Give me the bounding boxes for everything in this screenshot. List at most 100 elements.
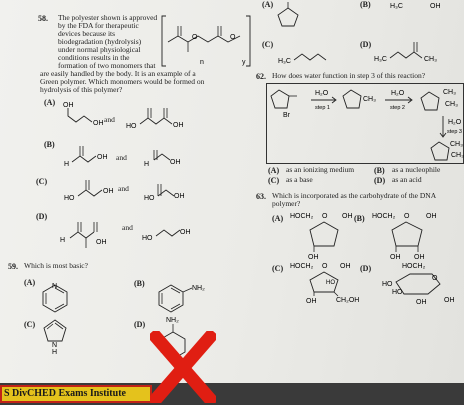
svg-text:CH₃: CH₃: [424, 56, 437, 63]
svg-text:OH: OH: [174, 193, 185, 200]
svg-text:HOCH₂: HOCH₂: [290, 263, 314, 270]
svg-text:HOCH₂: HOCH₂: [290, 213, 314, 220]
svg-text:H: H: [60, 237, 65, 244]
svg-text:OH: OH: [342, 213, 353, 220]
q59-number: 59.: [8, 262, 18, 271]
svg-text:OH: OH: [63, 102, 74, 109]
svg-text:HO: HO: [392, 289, 403, 296]
q63-number: 63.: [256, 192, 266, 201]
polymer-x-label: n: [200, 59, 204, 66]
q59-option-b-aniline: NH₂: [158, 284, 205, 313]
q63-option-d-sugar: HOCH₂ O HO HO OH OH: [382, 263, 455, 306]
polymer-o1: O: [192, 34, 198, 41]
q59-option-a-label[interactable]: (A): [24, 278, 36, 287]
reaction-scheme-box: Br H₂O step 1 CH₃ H₂O step 2 CH₃ CH₃ H₂O…: [266, 83, 464, 164]
q61-option-d-label[interactable]: (D): [360, 40, 372, 49]
q61-option-b-label[interactable]: (B): [360, 0, 371, 9]
q58-option-a-structure: OH OH HO OH: [63, 102, 184, 130]
q63-option-d-label[interactable]: (D): [360, 264, 372, 273]
svg-text:NH₂: NH₂: [166, 317, 179, 324]
svg-text:HO: HO: [382, 281, 393, 288]
q58-option-d-label[interactable]: (D): [36, 212, 48, 221]
svg-text:H₃C: H₃C: [374, 56, 387, 63]
q58-option-d-structure: H OH HO OH: [60, 222, 191, 248]
svg-text:OH: OH: [430, 3, 441, 10]
svg-text:OH: OH: [170, 159, 181, 166]
svg-text:CH₃: CH₃: [363, 96, 376, 103]
svg-text:O: O: [322, 263, 328, 270]
q62-stem: How does water function in step 3 of thi…: [272, 71, 426, 80]
q61-option-a-label[interactable]: (A): [262, 0, 274, 9]
svg-text:H₃C: H₃C: [278, 58, 291, 65]
q63-option-b-sugar: HOCH₂ O OH OH OH: [372, 213, 437, 261]
svg-text:HO: HO: [144, 195, 155, 202]
q58-option-c-structure: HO OH HO OH: [64, 180, 185, 202]
svg-text:H₂O: H₂O: [315, 90, 329, 97]
q61-option-a-lactone: [277, 2, 299, 27]
svg-text:step 2: step 2: [390, 105, 405, 111]
q59-option-d-label[interactable]: (D): [134, 320, 146, 329]
q63-option-b-label[interactable]: (B): [354, 214, 365, 223]
svg-text:OH: OH: [340, 263, 351, 270]
q59-option-c-label[interactable]: (C): [24, 320, 36, 329]
svg-text:H: H: [144, 161, 149, 168]
svg-text:OH: OH: [414, 254, 425, 261]
q63-stem-line1: Which is incorporated as the carbohydrat…: [272, 191, 437, 200]
svg-text:NH₂: NH₂: [192, 285, 205, 292]
q58-option-c-label[interactable]: (C): [36, 177, 48, 186]
svg-text:CH₃: CH₃: [450, 141, 463, 148]
svg-text:OH: OH: [103, 188, 114, 195]
q63-option-c-label[interactable]: (C): [272, 264, 284, 273]
svg-text:N: N: [52, 283, 57, 290]
svg-text:H₂O: H₂O: [391, 90, 405, 97]
svg-text:CH₃: CH₃: [445, 101, 458, 108]
svg-text:H₃C: H₃C: [390, 3, 403, 10]
svg-text:HO: HO: [126, 123, 137, 130]
svg-text:O: O: [404, 213, 410, 220]
q58-option-b-structure: H OH H OH: [64, 146, 181, 168]
svg-text:H: H: [64, 161, 69, 168]
svg-text:HOCH₂: HOCH₂: [372, 213, 396, 220]
q61-option-b-structure: H₃C OH: [390, 3, 441, 10]
svg-text:step 1: step 1: [315, 105, 330, 111]
q58-option-a-and: and: [104, 115, 115, 124]
svg-text:OH: OH: [426, 213, 437, 220]
svg-text:OH: OH: [390, 254, 401, 261]
q63-option-c-sugar: HOCH₂ O OH HO OH CH₂OH: [290, 263, 359, 305]
q59-option-a-pyridine: N: [42, 283, 68, 313]
reaction-scheme: Br H₂O step 1 CH₃ H₂O step 2 CH₃ CH₃ H₂O…: [270, 89, 464, 161]
svg-text:H: H: [52, 349, 57, 356]
svg-text:O: O: [322, 213, 328, 220]
polyester-structure: O O n y: [161, 15, 251, 67]
svg-text:OH: OH: [173, 122, 184, 129]
q63-stem-line2: polymer?: [272, 199, 301, 208]
q58-option-b-label[interactable]: (B): [44, 140, 55, 149]
footer-bar: S DivCHED Exams Institute: [0, 383, 464, 405]
svg-text:Br: Br: [283, 112, 291, 119]
svg-text:HO: HO: [142, 235, 153, 242]
svg-text:OH: OH: [416, 299, 427, 306]
q58-option-a-label[interactable]: (A): [44, 98, 56, 107]
q61-option-c-structure: H₃C: [278, 53, 327, 65]
svg-text:OH: OH: [96, 239, 107, 246]
q63-option-a-sugar: HOCH₂ O OH OH: [290, 213, 353, 261]
svg-text:OH: OH: [306, 298, 317, 305]
svg-text:N: N: [52, 342, 57, 349]
q58-option-c-and: and: [118, 184, 129, 193]
q59-option-c-pyrrole: N H: [43, 319, 67, 356]
polymer-o2: O: [230, 34, 236, 41]
q62-number: 62.: [256, 72, 266, 81]
svg-text:CH₃: CH₃: [443, 89, 456, 96]
exam-page: 58. The polyester shown is approved by t…: [0, 0, 464, 383]
svg-text:H₂O: H₂O: [448, 119, 462, 126]
q61-option-c-label[interactable]: (C): [262, 40, 274, 49]
q58-option-d-and: and: [122, 223, 133, 232]
svg-text:CH₂OH: CH₂OH: [336, 297, 359, 304]
q59-option-b-label[interactable]: (B): [134, 279, 145, 288]
q63-option-a-label[interactable]: (A): [272, 214, 284, 223]
q58-number: 58.: [38, 14, 48, 23]
red-x-mark-icon: [150, 331, 216, 403]
polymer-y-label: y: [242, 59, 246, 66]
svg-text:OH: OH: [180, 229, 191, 236]
svg-text:OH: OH: [93, 120, 104, 127]
